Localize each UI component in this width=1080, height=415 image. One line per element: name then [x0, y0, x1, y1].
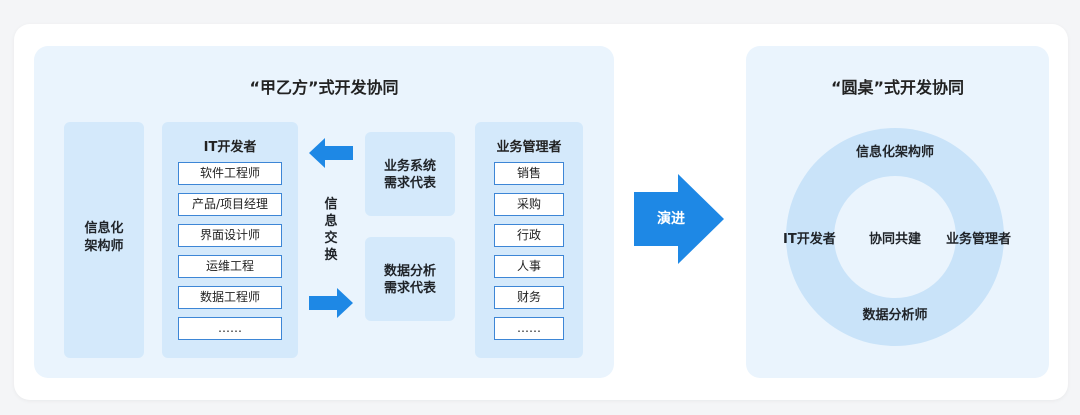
biz-mgr-item: 财务: [494, 286, 564, 309]
biz-system-rep-label: 业务系统 需求代表: [383, 159, 436, 191]
it-dev-item: 产品/项目经理: [178, 193, 282, 216]
ring-label-architect: 信息化架构师: [855, 145, 934, 160]
it-dev-item: ……: [178, 317, 282, 340]
ring-center: [834, 176, 956, 298]
it-dev-item: 界面设计师: [178, 224, 282, 247]
biz-mgr-item: ……: [494, 317, 564, 340]
arrow-left-icon: [309, 138, 353, 168]
it-dev-title: IT开发者: [203, 140, 257, 155]
it-dev-item: 数据工程师: [178, 286, 282, 309]
data-analysis-rep-label: 数据分析 需求代表: [383, 264, 436, 296]
left-panel-title: “甲乙方”式开发协同: [249, 78, 399, 97]
biz-mgr-item: 采购: [494, 193, 564, 216]
ring-label-center: 协同共建: [868, 232, 921, 247]
biz-mgr-title: 业务管理者: [496, 140, 562, 155]
it-dev-item: 运维工程: [178, 255, 282, 278]
it-dev-box: IT开发者 软件工程师 产品/项目经理 界面设计师 运维工程 数据工程师 ……: [162, 122, 298, 358]
biz-mgr-box: 业务管理者 销售 采购 行政 人事 财务 ……: [475, 122, 583, 358]
ring-label-it-dev: IT开发者: [783, 232, 836, 247]
collaboration-ring: 信息化架构师 IT开发者 协同共建 业务管理者 数据分析师: [783, 128, 1011, 346]
evolve-label: 演进: [657, 211, 685, 227]
evolve-arrow-icon: [634, 174, 724, 264]
right-panel: “圆桌”式开发协同 信息化架构师 IT开发者 协同共建 业务管理者 数据分析师: [746, 46, 1049, 378]
it-dev-item: 软件工程师: [178, 162, 282, 185]
biz-system-rep-box: 业务系统 需求代表: [365, 132, 455, 216]
architect-label: 信息化 架构师: [84, 221, 124, 254]
arrow-right-icon: [309, 288, 353, 318]
ring-label-data-analyst: 数据分析师: [862, 308, 928, 323]
biz-mgr-list: 销售 采购 行政 人事 财务 ……: [475, 162, 583, 348]
biz-mgr-item: 行政: [494, 224, 564, 247]
data-analysis-rep-box: 数据分析 需求代表: [365, 237, 455, 321]
right-panel-title: “圆桌”式开发协同: [830, 78, 965, 97]
info-exchange-label: 信 息 交 换: [324, 197, 338, 263]
ring-label-biz-mgr: 业务管理者: [946, 232, 1012, 247]
biz-mgr-item: 人事: [494, 255, 564, 278]
it-dev-list: 软件工程师 产品/项目经理 界面设计师 运维工程 数据工程师 ……: [162, 162, 298, 348]
biz-mgr-item: 销售: [494, 162, 564, 185]
left-panel: “甲乙方”式开发协同 信息化 架构师 IT开发者 软件工程师 产品/项目经理 界…: [34, 46, 614, 378]
architect-box: 信息化 架构师: [64, 122, 144, 358]
